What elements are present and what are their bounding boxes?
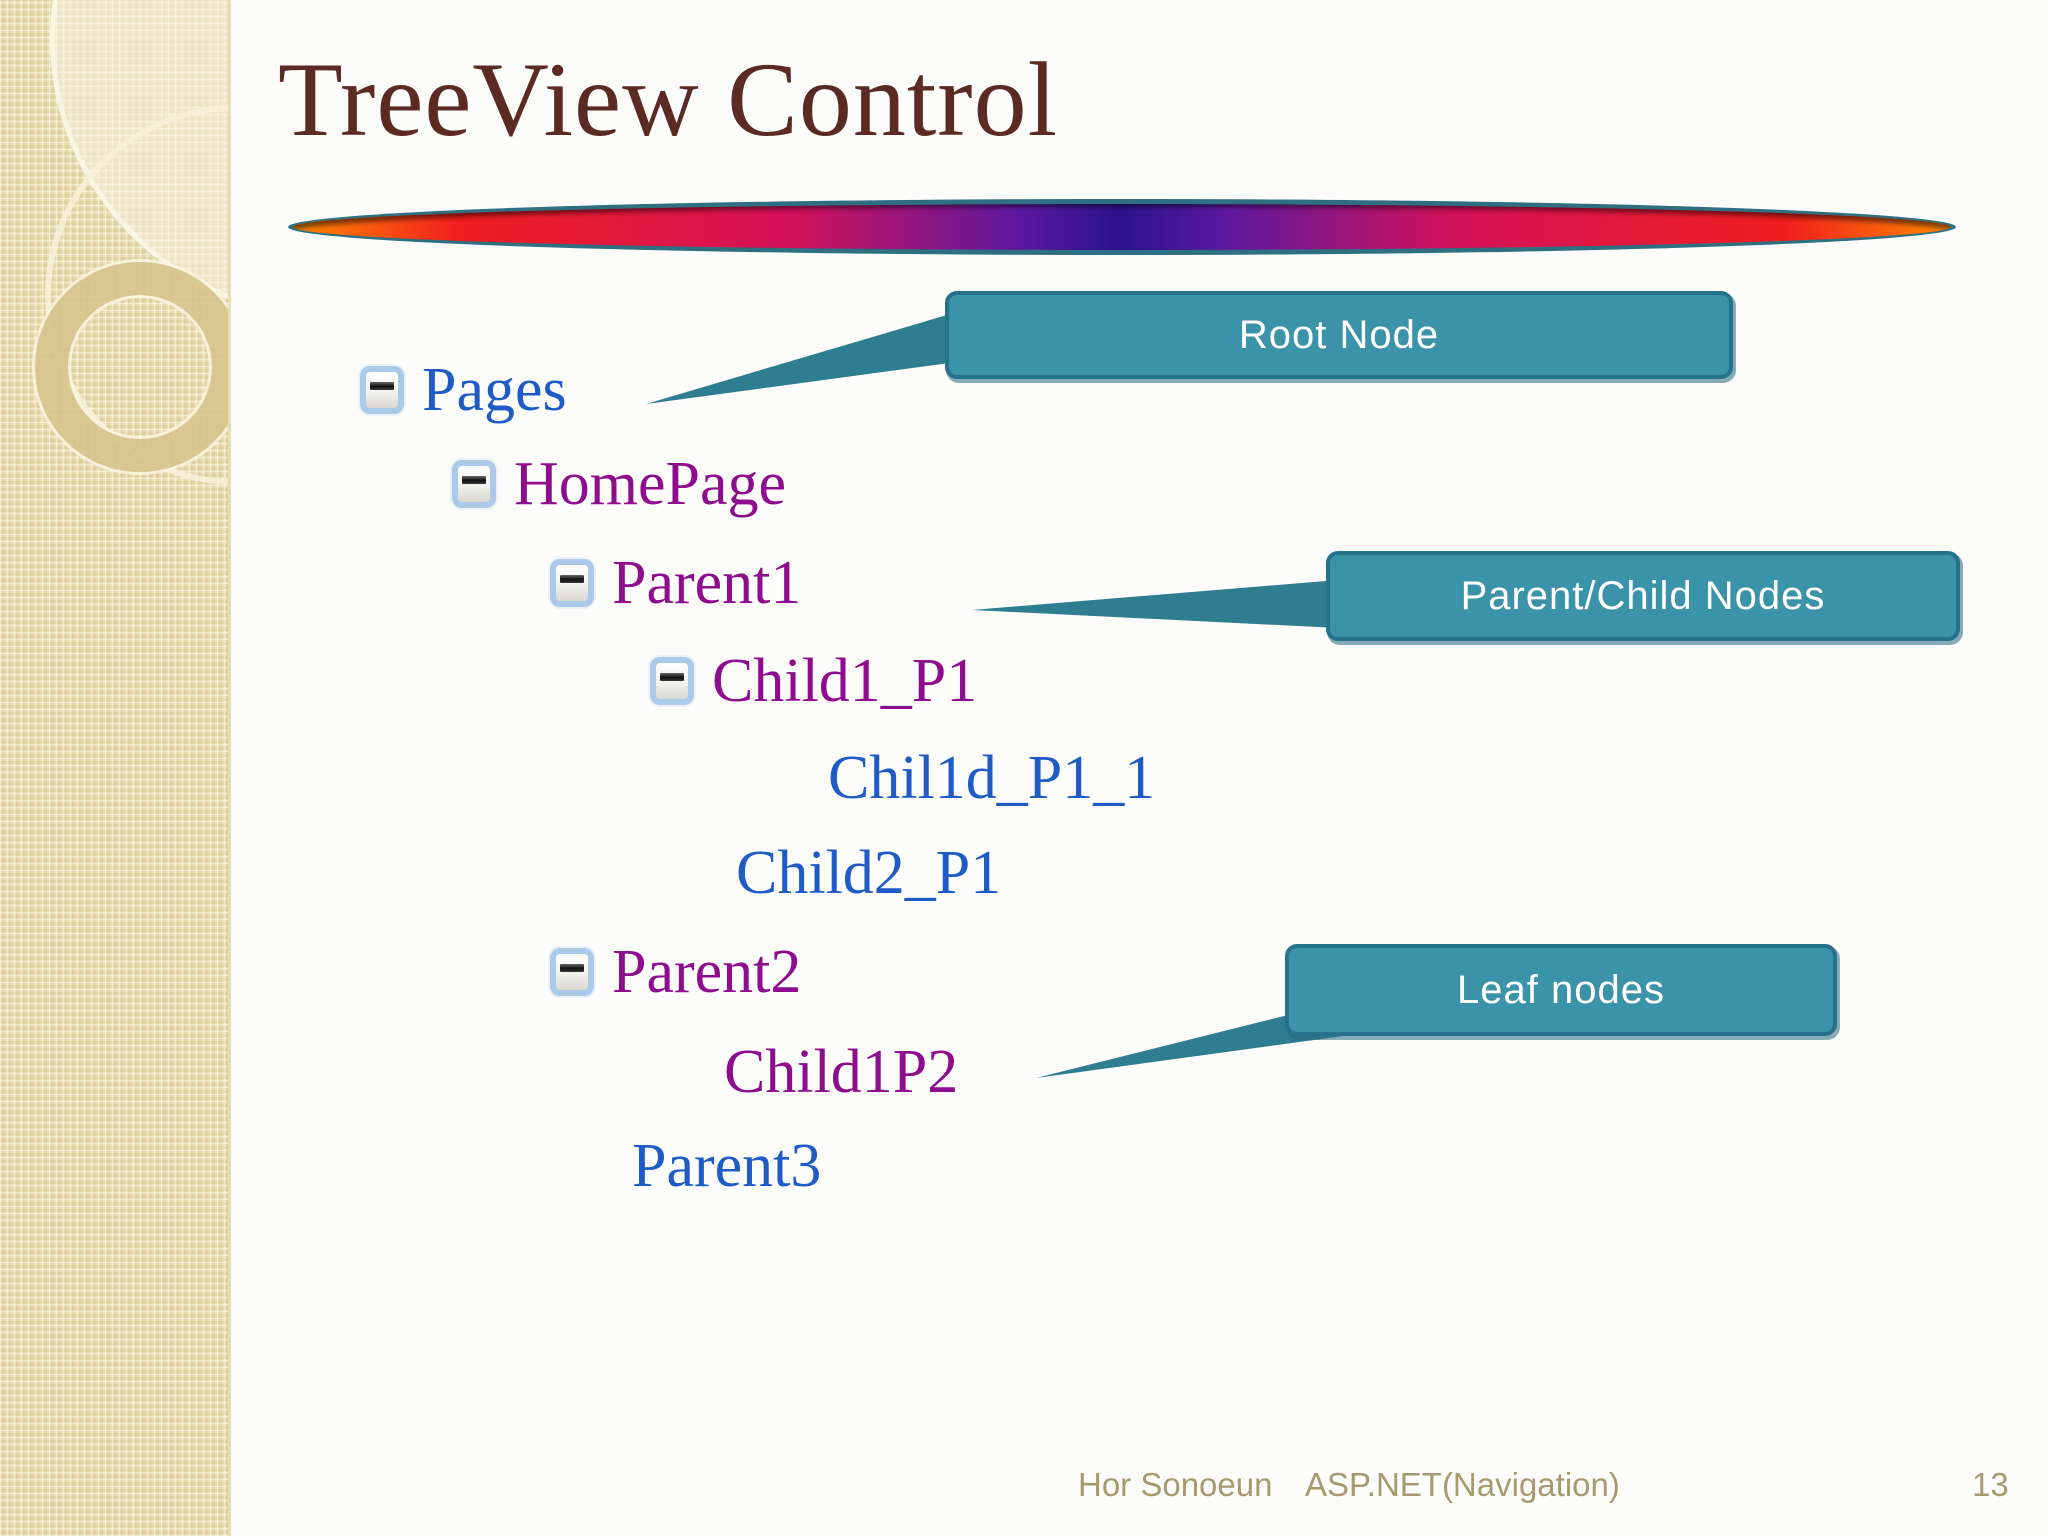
tree-node-label: HomePage: [514, 450, 787, 518]
tree-node-label: Parent3: [632, 1132, 822, 1200]
tree-node-pages[interactable]: Pages: [360, 354, 567, 426]
tree-node-homepage[interactable]: HomePage: [452, 448, 786, 520]
tree-node-label: Child1_P1: [712, 647, 978, 715]
tree-node-child2-p1[interactable]: Child2_P1: [736, 837, 1001, 909]
minus-toggle-icon[interactable]: [650, 657, 694, 705]
footer-page-number: 13: [1972, 1466, 2009, 1503]
tree-node-label: Chil1d_P1_1: [828, 744, 1156, 812]
tree-node-chil1d-p1-1[interactable]: Chil1d_P1_1: [828, 742, 1155, 814]
tree-node-child1p2[interactable]: Child1P2: [724, 1036, 958, 1108]
parent-child-nodes-callout: Parent/Child Nodes: [1326, 551, 1960, 641]
footer-author: Hor Sonoeun: [1078, 1466, 1273, 1503]
root-node-callout: Root Node: [945, 291, 1733, 379]
tree-node-label: Parent2: [612, 938, 802, 1006]
minus-toggle-icon[interactable]: [360, 366, 404, 414]
parent-child-callout-label: Parent/Child Nodes: [1460, 573, 1826, 618]
root-node-connector: [646, 312, 957, 404]
minus-toggle-icon[interactable]: [550, 948, 594, 996]
page-title: TreeView Control: [278, 41, 1059, 158]
tree-node-parent3[interactable]: Parent3: [632, 1130, 821, 1202]
tree-node-parent1[interactable]: Parent1: [550, 547, 801, 619]
tree-node-label: Child1P2: [724, 1038, 959, 1106]
footer-module: ASP.NET(Navigation): [1305, 1466, 1620, 1503]
leaf-nodes-callout: Leaf nodes: [1285, 944, 1837, 1036]
tree-node-parent2[interactable]: Parent2: [550, 936, 801, 1008]
tree-node-label: Pages: [422, 356, 567, 424]
sidebar-ring-thick-ornament: [35, 262, 228, 472]
minus-toggle-icon[interactable]: [550, 559, 594, 607]
sidebar-decoration: [0, 0, 231, 1536]
tree-node-label: Child2_P1: [736, 839, 1002, 907]
title-divider-ellipse: [288, 199, 1956, 255]
parent-child-connector: [972, 580, 1338, 628]
minus-toggle-icon[interactable]: [452, 460, 496, 508]
leaf-nodes-callout-label: Leaf nodes: [1457, 967, 1665, 1012]
root-node-callout-label: Root Node: [1238, 312, 1440, 357]
tree-node-label: Parent1: [612, 549, 802, 617]
tree-node-child1-p1[interactable]: Child1_P1: [650, 645, 977, 717]
